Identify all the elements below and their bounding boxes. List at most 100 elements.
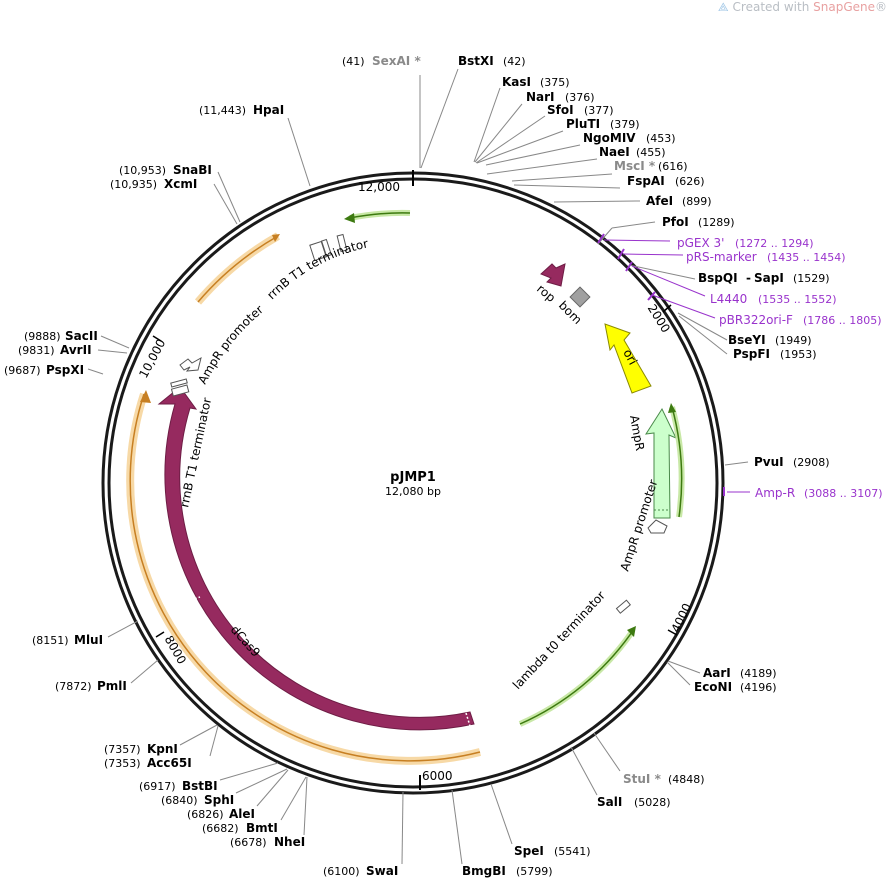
site-aari-pos: (4189)	[740, 667, 777, 680]
leader-sphi	[235, 768, 288, 794]
plasmid-size: 12,080 bp	[385, 485, 441, 498]
site-pvui-pos: (2908)	[793, 456, 830, 469]
orange-orf-arc-core	[129, 393, 481, 762]
leader-bstxi	[420, 68, 459, 169]
site-sapi-name: SapI	[754, 271, 784, 285]
site-pluti-pos: (379)	[610, 118, 640, 131]
primer-leader-l4440	[631, 265, 706, 297]
site-snabi-pos: (10,953)	[119, 164, 166, 177]
primer-pbr322-name: pBR322ori-F	[719, 313, 793, 327]
top-terminator-arrowhead	[344, 213, 355, 223]
site-pluti-name: PluTI	[566, 117, 600, 131]
site-ngomiv-name: NgoMIV	[583, 131, 636, 145]
leader-hpai	[287, 117, 311, 187]
site-avrii-name: AvrII	[60, 343, 92, 357]
primer-prs-name: pRS-marker	[686, 250, 757, 264]
leader-acc65i	[209, 725, 219, 757]
site-pvui-name: PvuI	[754, 455, 784, 469]
site-bmgbi-pos: (5799)	[516, 865, 553, 878]
site-pfoi-name: PfoI	[662, 215, 689, 229]
primer-ampr-name: Amp-R	[755, 486, 795, 500]
site-stui-pos: (4848)	[668, 773, 705, 786]
lambda-t0-arc-core	[519, 631, 633, 725]
orange-orf-arrowhead	[140, 390, 151, 403]
watermark-brand: SnapGene	[813, 0, 875, 14]
site-bspqi-name: BspQI	[698, 271, 738, 285]
site-bspqi-dash: -	[746, 271, 751, 285]
site-pspfi-pos: (1953)	[780, 348, 817, 361]
primer-mark-prs	[617, 248, 625, 260]
tick-4000	[667, 629, 678, 636]
primer-pgex-name: pGEX 3'	[677, 236, 724, 250]
leader-pvui	[724, 461, 749, 466]
leader-snabi	[217, 171, 241, 223]
site-nhei-pos: (6678)	[230, 836, 267, 849]
leader-afei	[553, 200, 641, 203]
site-pmli-name: PmlI	[97, 679, 127, 693]
primer-mark-pbr322	[647, 291, 656, 301]
site-sfoi-name: SfoI	[547, 103, 574, 117]
tick-label-6000: 6000	[422, 769, 453, 783]
site-pspfi-name: PspFI	[733, 347, 770, 361]
leader-sacii	[100, 335, 130, 349]
site-nhei-name: NheI	[274, 835, 305, 849]
primer-leader-pbr322	[651, 294, 716, 319]
site-labels: (41) SexAI * BstXI (42) KasI (375) NarI …	[4, 54, 830, 878]
site-hpai-pos: (11,443)	[199, 104, 246, 117]
leader-bmti	[280, 776, 307, 821]
primer-mark-pgex	[597, 233, 605, 244]
leader-bstbi	[219, 762, 279, 781]
site-aari-name: AarI	[703, 666, 731, 680]
snapgene-watermark: ⟁Created with SnapGene®	[718, 0, 887, 15]
site-afei-pos: (899)	[682, 195, 712, 208]
leader-fspai	[513, 184, 621, 189]
ampr-promoter-left-textpath: AmpR promoter	[195, 302, 266, 386]
site-ngomiv-pos: (453)	[646, 132, 676, 145]
site-avrii-pos: (9831)	[18, 344, 55, 357]
ampr-promoter-left-arrow	[179, 357, 202, 372]
site-kasi-pos: (375)	[540, 76, 570, 89]
feature-label-ampr: AmpR	[627, 414, 647, 452]
watermark-suffix: ®	[875, 0, 887, 14]
site-bmti-pos: (6682)	[202, 822, 239, 835]
leader-bmgbi	[451, 789, 463, 865]
leader-msci	[511, 173, 613, 182]
plasmid-name: pJMP1	[390, 470, 436, 485]
site-bstxi-pos: (42)	[503, 55, 526, 68]
rop-feature	[540, 263, 566, 287]
site-hpai-name: HpaI	[253, 103, 284, 117]
ampr-side-arrowhead	[668, 403, 676, 413]
site-mlui-pos: (8151)	[32, 634, 69, 647]
site-sexai-name: SexAI *	[372, 54, 421, 68]
lambda-t0-arrowhead	[627, 626, 636, 637]
site-nari-name: NarI	[526, 90, 555, 104]
leader-nhei	[303, 776, 308, 836]
dcas9-break-mark	[190, 596, 201, 601]
leader-pfoi	[597, 227, 613, 245]
site-bstxi-name: BstXI	[458, 54, 494, 68]
leader-kpni	[179, 724, 218, 746]
orange-top-arc-core	[197, 235, 279, 303]
site-fspai-pos: (626)	[675, 175, 705, 188]
rrnb-terminator-top-box-2	[320, 238, 332, 257]
site-afei-name: AfeI	[646, 194, 673, 208]
leader-swai	[401, 791, 404, 865]
site-xcmi-name: XcmI	[164, 177, 197, 191]
leader-xcmi	[213, 183, 238, 225]
orange-top-arrowhead	[272, 234, 280, 242]
leader-pfoi-2	[611, 221, 656, 229]
site-bseyi-name: BseYI	[728, 333, 766, 347]
site-bmti-name: BmtI	[246, 821, 278, 835]
primer-leader-pgex	[603, 239, 671, 242]
site-pmli-pos: (7872)	[55, 680, 92, 693]
site-acc65i-name: Acc65I	[147, 756, 192, 770]
primer-mark-l4440	[625, 261, 633, 272]
site-swai-name: SwaI	[366, 864, 398, 878]
site-sexai-pos: (41)	[342, 55, 365, 68]
leader-alei	[256, 769, 289, 807]
site-naei-name: NaeI	[599, 145, 630, 159]
leader-bseyi	[677, 312, 728, 341]
tick-2000	[662, 304, 672, 313]
site-kpni-name: KpnI	[147, 742, 178, 756]
